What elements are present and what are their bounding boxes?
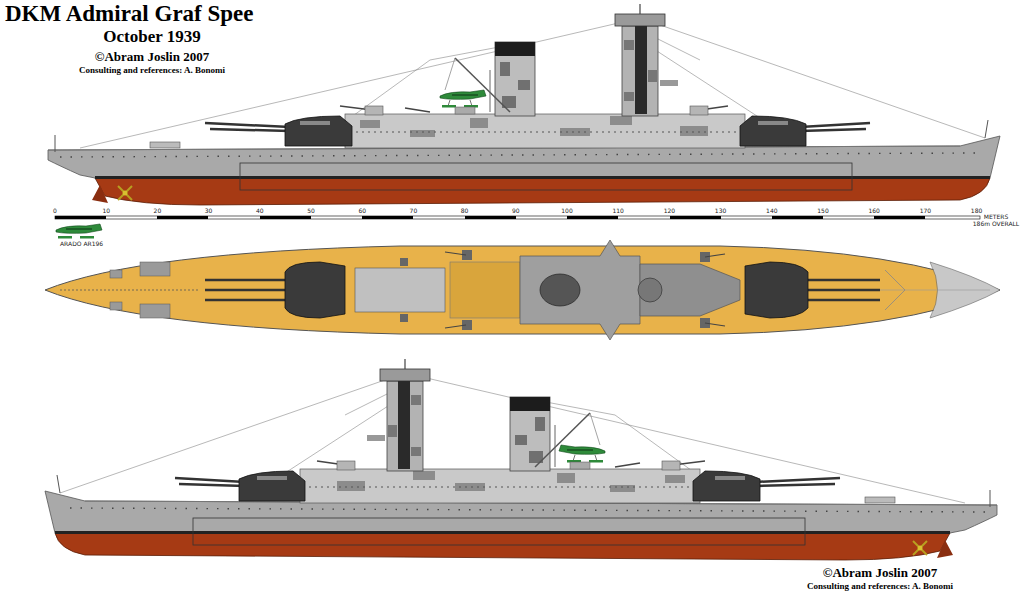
- date-label: October 1939: [103, 28, 200, 45]
- scale-number: 50: [307, 208, 315, 214]
- scale-number: 110: [612, 208, 623, 214]
- scale-number: 10: [102, 208, 110, 214]
- scale-number: 60: [358, 208, 366, 214]
- scale-number: 70: [410, 208, 418, 214]
- scale-number: 30: [205, 208, 213, 214]
- scale-note: 186m OVERALL: [973, 221, 1019, 227]
- scale-number: 80: [461, 208, 469, 214]
- scale-number: 0: [53, 208, 57, 214]
- scale-unit: METERS: [984, 214, 1008, 220]
- credit-note: Consulting and references: A. Bonomi: [807, 582, 953, 591]
- drawing-title: DKM Admiral Graf Spee: [5, 2, 254, 25]
- copyright-note: ©Abram Joslin 2007: [823, 566, 937, 579]
- scale-number: 100: [561, 208, 572, 214]
- scale-number: 160: [868, 208, 879, 214]
- scale-number: 170: [920, 208, 931, 214]
- scale-number: 20: [154, 208, 162, 214]
- scale-number: 150: [817, 208, 828, 214]
- scale-number: 130: [715, 208, 726, 214]
- credit-note: Consulting and references: A. Bonomi: [79, 66, 225, 75]
- plane-label: ARADO AR196: [60, 241, 103, 247]
- scale-number: 180: [971, 208, 982, 214]
- scale-number: 90: [512, 208, 520, 214]
- copyright-note: ©Abram Joslin 2007: [95, 50, 209, 63]
- scale-number: 40: [256, 208, 264, 214]
- scale-number: 120: [664, 208, 675, 214]
- scale-number: 140: [766, 208, 777, 214]
